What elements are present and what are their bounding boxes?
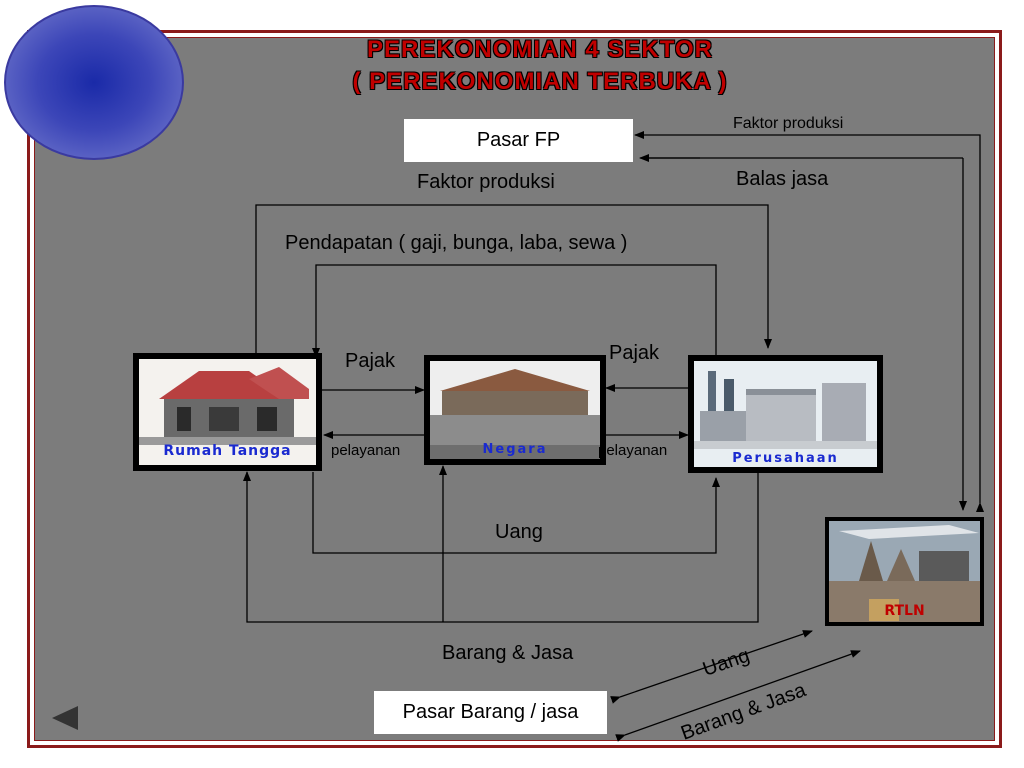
slide-frame-outer [27, 30, 1002, 748]
pasar-fp-box: Pasar FP [404, 119, 633, 162]
rumah-tangga-label: Rumah Tangga [163, 443, 292, 459]
rtln-label: RTLN [884, 603, 925, 619]
rtln-image [829, 521, 980, 622]
decorative-ellipse [4, 5, 184, 160]
label-pajak-right: Pajak [609, 342, 660, 364]
perusahaan-node: Perusahaan [688, 355, 883, 473]
rtln-node: RTLN [825, 517, 984, 626]
factory-image [694, 361, 877, 467]
arrow-faktor-produksi-to-pasar-fp [634, 131, 984, 512]
title-line-2: ( PEREKONOMIAN TERBUKA ) [352, 68, 728, 95]
arrow-uang [312, 472, 720, 554]
label-barang-jasa: Barang & Jasa [442, 642, 574, 664]
house-image [139, 359, 316, 465]
pasar-barang-jasa-box: Pasar Barang / jasa [374, 691, 607, 734]
title-line-1: PEREKONOMIAN 4 SEKTOR [367, 36, 713, 63]
label-pendapatan: Pendapatan ( gaji, bunga, laba, sewa ) [285, 232, 628, 254]
label-faktor-produksi-top: Faktor produksi [733, 115, 844, 132]
label-faktor-produksi: Faktor produksi [417, 171, 555, 193]
building-image [430, 361, 600, 459]
back-arrow-icon[interactable] [52, 706, 78, 730]
label-pelayanan-left: pelayanan [331, 442, 401, 459]
arrow-barang-jasa [243, 471, 759, 623]
label-pajak-left: Pajak [345, 350, 396, 372]
negara-label: Negara [482, 442, 548, 457]
label-uang: Uang [495, 521, 543, 543]
label-balas-jasa: Balas jasa [736, 168, 829, 190]
arrow-barang-jasa-diag [615, 650, 861, 742]
arrow-pendapatan [312, 264, 717, 358]
negara-node: Negara [424, 355, 606, 465]
rumah-tangga-node: Rumah Tangga [133, 353, 322, 471]
arrow-faktor-produksi [255, 204, 772, 355]
label-pelayanan-right: pelayanan [598, 442, 668, 459]
perusahaan-label: Perusahaan [732, 451, 839, 466]
